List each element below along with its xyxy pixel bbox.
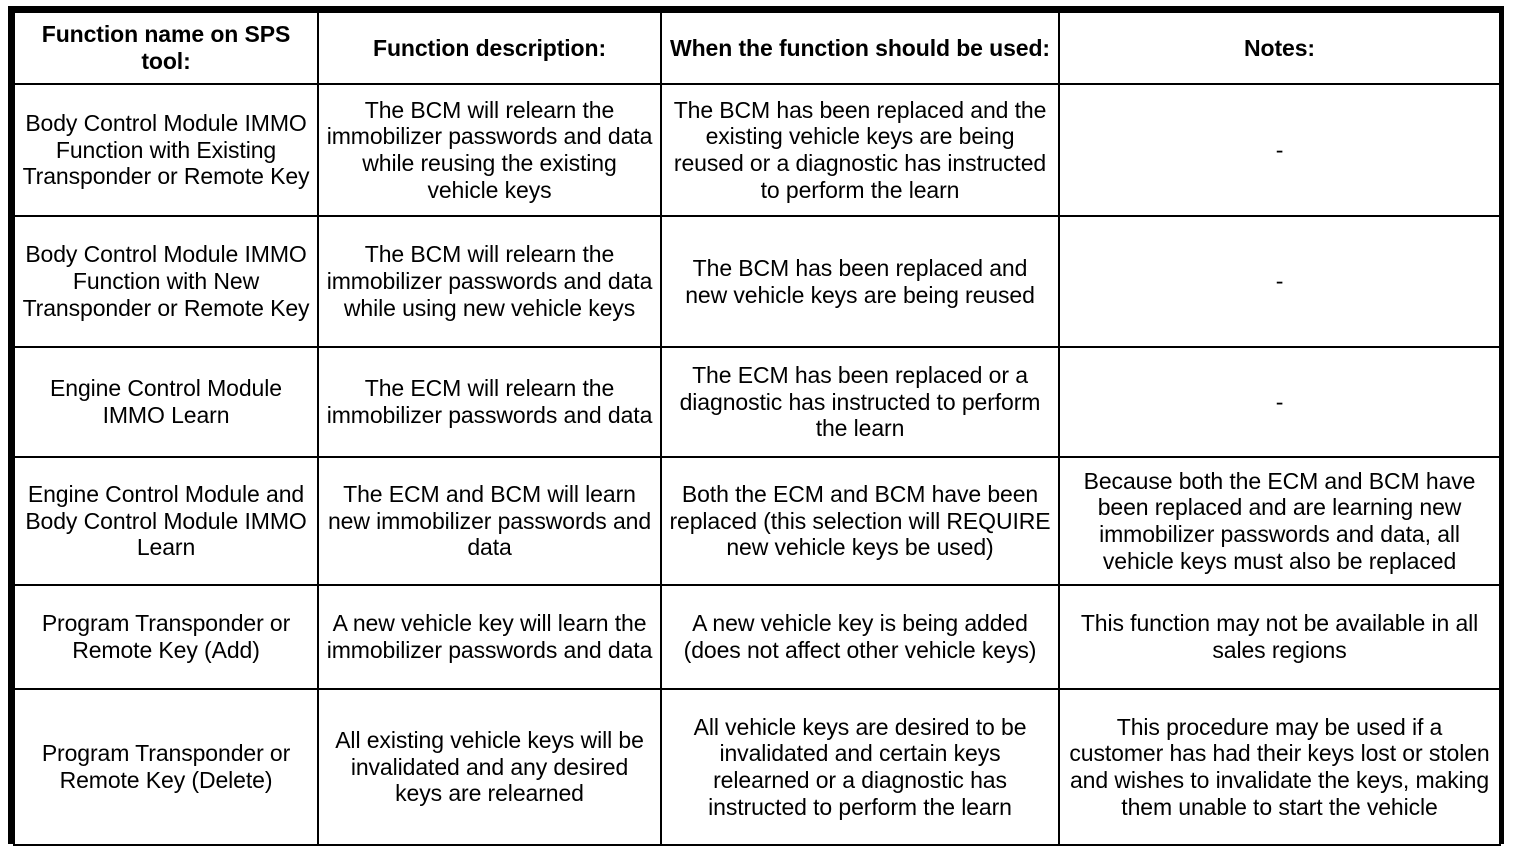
sps-function-table: Function name on SPS tool: Function desc… [13, 11, 1501, 846]
cell-function-name: Body Control Module IMMO Function with E… [13, 83, 319, 217]
cell-notes: - [1058, 346, 1501, 458]
table-header: Function name on SPS tool: Function desc… [13, 11, 1501, 85]
cell-function-description: A new vehicle key will learn the immobil… [317, 584, 662, 690]
cell-function-description: The ECM and BCM will learn new immobiliz… [317, 456, 662, 586]
cell-function-description: The BCM will relearn the immobilizer pas… [317, 83, 662, 217]
cell-function-name: Program Transponder or Remote Key (Add) [13, 584, 319, 690]
column-header-notes: Notes: [1058, 11, 1501, 85]
sps-function-table-container: Function name on SPS tool: Function desc… [8, 6, 1504, 846]
cell-notes: This procedure may be used if a customer… [1058, 688, 1501, 846]
cell-notes: Because both the ECM and BCM have been r… [1058, 456, 1501, 586]
table-row: Program Transponder or Remote Key (Add) … [13, 584, 1501, 690]
table-header-row: Function name on SPS tool: Function desc… [13, 11, 1501, 85]
cell-function-description: All existing vehicle keys will be invali… [317, 688, 662, 846]
cell-when-used: The BCM has been replaced and new vehicl… [660, 215, 1060, 348]
cell-when-used: A new vehicle key is being added (does n… [660, 584, 1060, 690]
table-row: Engine Control Module and Body Control M… [13, 456, 1501, 586]
table-row: Program Transponder or Remote Key (Delet… [13, 688, 1501, 846]
cell-notes: This function may not be available in al… [1058, 584, 1501, 690]
cell-function-name: Engine Control Module IMMO Learn [13, 346, 319, 458]
table-row: Body Control Module IMMO Function with N… [13, 215, 1501, 348]
cell-function-name: Program Transponder or Remote Key (Delet… [13, 688, 319, 846]
cell-when-used: Both the ECM and BCM have been replaced … [660, 456, 1060, 586]
table-body: Body Control Module IMMO Function with E… [13, 83, 1501, 846]
cell-when-used: The ECM has been replaced or a diagnosti… [660, 346, 1060, 458]
table-row: Engine Control Module IMMO Learn The ECM… [13, 346, 1501, 458]
cell-notes: - [1058, 215, 1501, 348]
cell-function-description: The ECM will relearn the immobilizer pas… [317, 346, 662, 458]
column-header-function-name: Function name on SPS tool: [13, 11, 319, 85]
column-header-function-description: Function description: [317, 11, 662, 85]
cell-when-used: All vehicle keys are desired to be inval… [660, 688, 1060, 846]
cell-notes: - [1058, 83, 1501, 217]
column-header-when-used: When the function should be used: [660, 11, 1060, 85]
cell-function-description: The BCM will relearn the immobilizer pas… [317, 215, 662, 348]
cell-function-name: Body Control Module IMMO Function with N… [13, 215, 319, 348]
table-row: Body Control Module IMMO Function with E… [13, 83, 1501, 217]
cell-when-used: The BCM has been replaced and the existi… [660, 83, 1060, 217]
cell-function-name: Engine Control Module and Body Control M… [13, 456, 319, 586]
